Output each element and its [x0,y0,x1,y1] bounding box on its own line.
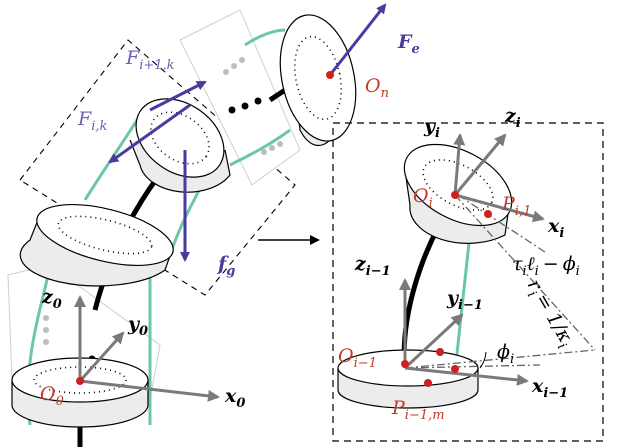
segment-dashed-box [19,39,296,296]
yim1-arrow [403,313,464,370]
label-xim1: xi−1 [531,375,568,401]
detail-lower-disk [337,349,479,409]
y0-arrow [78,331,125,383]
label-Fe: Fe [397,31,420,57]
end-disk [279,14,357,147]
label-x0: x0 [224,385,245,411]
phi-arc [479,351,487,369]
faint-segment-top [179,9,301,186]
force-Fe-arrow [328,3,387,76]
point-tendon-b [451,365,459,373]
construction-lines [404,194,596,369]
label-yi: yi [423,115,440,141]
point-Pi1 [484,210,492,218]
label-Fik: Fi,k [77,108,107,134]
label-phi2: ϕi [497,341,514,367]
force-Fi1k-arrow [149,80,207,112]
upper-disk [129,98,231,193]
label-y0: y0 [127,313,148,339]
yi-arrow [453,133,466,196]
point-Pim1m [424,379,432,387]
label-fg: fg [216,253,235,279]
label-z0: z0 [41,286,62,312]
detail-upper-disk [403,143,513,244]
label-xi: xi [547,215,564,241]
label-O0: O0 [40,383,64,409]
base-disk [11,357,149,428]
point-O0 [76,377,84,385]
label-radius: ri= 1/κi [519,276,578,353]
point-Oim1 [401,360,409,368]
label-Pim1m: Pi−1,m [391,397,445,423]
gray-dots [43,57,283,345]
x0-arrow [79,379,220,402]
point-On [326,71,334,79]
label-On: On [365,75,389,101]
detail-dashed-box [332,122,604,442]
xi-arrow [454,193,545,223]
zi-arrow [453,133,507,196]
label-yim1: yi−1 [446,287,483,313]
xim1-arrow [404,366,529,386]
label-Pi1: Pi,1 [501,193,531,219]
label-Fi1k: Fi+1,k [125,47,175,73]
label-zi: zi [504,105,521,131]
label-Oi: Oi [413,185,433,211]
point-Oi [451,191,459,199]
label-Oim1: Oi−1 [338,345,377,371]
force-Fik-arrow [108,103,191,164]
label-zim1: zi−1 [354,253,391,279]
point-tendon-a [436,348,444,356]
middle-disk [19,204,174,287]
label-tau-ell-phi: τiℓi−ϕi [512,253,580,279]
